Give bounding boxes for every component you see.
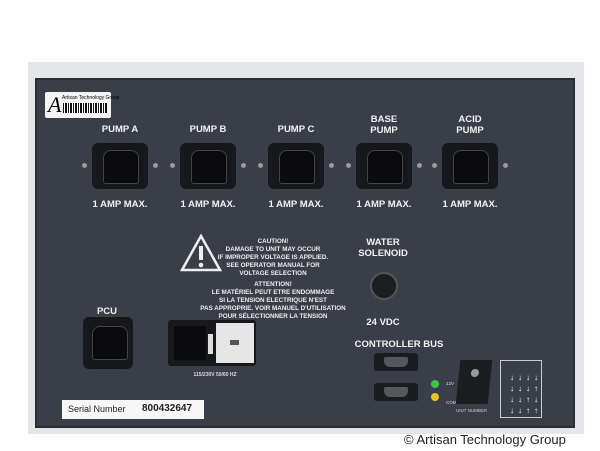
led-comm bbox=[431, 393, 439, 401]
power-inlet[interactable] bbox=[174, 326, 206, 360]
pump-rating: 1 AMP MAX. bbox=[268, 199, 324, 210]
barcode bbox=[63, 103, 107, 113]
dip-arrow-icon: ↓ bbox=[518, 395, 522, 404]
screw-icon bbox=[82, 163, 87, 168]
controller-bus-label: CONTROLLER BUS bbox=[354, 339, 444, 350]
dip-arrow-icon: ↓ bbox=[510, 406, 514, 415]
asset-label-company: Artisan Technology Group bbox=[62, 95, 120, 101]
screw-icon bbox=[241, 163, 246, 168]
pump-label: PUMP B bbox=[189, 124, 227, 135]
pump-rating: 1 AMP MAX. bbox=[180, 199, 236, 210]
dip-arrow-icon: ↑ bbox=[534, 384, 538, 393]
pump-rating: 1 AMP MAX. bbox=[92, 199, 148, 210]
screw-icon bbox=[432, 163, 437, 168]
dip-arrow-icon: ↑ bbox=[526, 395, 530, 404]
pump-outlet[interactable] bbox=[92, 143, 148, 189]
pump-label: BASE PUMP bbox=[370, 114, 398, 136]
water-solenoid-connector[interactable] bbox=[370, 272, 398, 300]
dip-arrow-icon: ↓ bbox=[534, 395, 538, 404]
power-rating: 115/230V 50/60 HZ bbox=[193, 372, 237, 378]
unit-number-label: UNIT NUMBER bbox=[456, 408, 488, 413]
dip-arrow-icon: ↓ bbox=[518, 373, 522, 382]
fuse-holder[interactable] bbox=[208, 334, 213, 354]
caution-text-fr: ATTENTION! LE MATÉRIEL PEUT ETRE ENDOMMA… bbox=[200, 281, 346, 320]
pump-label: PUMP C bbox=[277, 124, 315, 135]
screw-icon bbox=[153, 163, 158, 168]
atg-logo: A bbox=[48, 92, 62, 117]
water-solenoid-label: WATER SOLENOID bbox=[358, 237, 408, 259]
pump-label: ACID PUMP bbox=[456, 114, 484, 136]
dip-switch-cover[interactable] bbox=[455, 360, 493, 404]
caution-text-en: CAUTION! DAMAGE TO UNIT MAY OCCUR IF IMP… bbox=[217, 238, 329, 277]
screw-icon bbox=[258, 163, 263, 168]
controller-bus-port-1[interactable] bbox=[374, 353, 418, 371]
serial-value: 800432647 bbox=[142, 403, 193, 414]
watermark: © Artisan Technology Group bbox=[404, 432, 566, 447]
pump-outlet[interactable] bbox=[180, 143, 236, 189]
dip-arrow-icon: ↓ bbox=[518, 384, 522, 393]
dip-arrow-icon: ↓ bbox=[526, 384, 530, 393]
serial-label: Serial Number bbox=[68, 404, 126, 414]
warning-triangle-icon bbox=[180, 234, 222, 272]
serial-number-label: Serial Number 800432647 bbox=[62, 400, 204, 419]
controller-bus-port-2[interactable] bbox=[374, 383, 418, 401]
dip-arrow-icon: ↑ bbox=[534, 406, 538, 415]
pcu-outlet[interactable] bbox=[83, 317, 133, 369]
led-12v bbox=[431, 380, 439, 388]
dip-arrow-icon: ↓ bbox=[510, 384, 514, 393]
pump-label: PUMP A bbox=[101, 124, 139, 135]
screw-icon bbox=[503, 163, 508, 168]
led-comm-label: COMM bbox=[446, 400, 461, 405]
screw-icon bbox=[329, 163, 334, 168]
dip-arrow-icon: ↓ bbox=[518, 406, 522, 415]
pump-outlet[interactable] bbox=[268, 143, 324, 189]
screw-icon bbox=[346, 163, 351, 168]
pump-rating: 1 AMP MAX. bbox=[356, 199, 412, 210]
dip-arrow-icon: ↓ bbox=[526, 373, 530, 382]
led-12v-label: 12V bbox=[446, 381, 455, 386]
dip-arrow-icon: ↓ bbox=[534, 373, 538, 382]
screw-icon bbox=[417, 163, 422, 168]
pump-outlet[interactable] bbox=[356, 143, 412, 189]
power-entry-module bbox=[168, 320, 256, 366]
dip-arrow-icon: ↑ bbox=[526, 406, 530, 415]
screw-icon bbox=[170, 163, 175, 168]
unit-number-table: ↓ ↓ ↓ ↓ ↓ ↓ ↓ ↑ ↓ ↓ ↑ ↓ ↓ ↓ ↑ ↑ bbox=[500, 360, 542, 418]
asset-tag-label: A Artisan Technology Group bbox=[45, 92, 119, 118]
dip-arrow-icon: ↓ bbox=[510, 395, 514, 404]
solenoid-voltage: 24 VDC bbox=[366, 317, 400, 328]
voltage-selector[interactable] bbox=[216, 323, 254, 363]
pump-outlet[interactable] bbox=[442, 143, 498, 189]
pump-rating: 1 AMP MAX. bbox=[442, 199, 498, 210]
dip-arrow-icon: ↓ bbox=[510, 373, 514, 382]
pcu-label: PCU bbox=[96, 306, 118, 317]
